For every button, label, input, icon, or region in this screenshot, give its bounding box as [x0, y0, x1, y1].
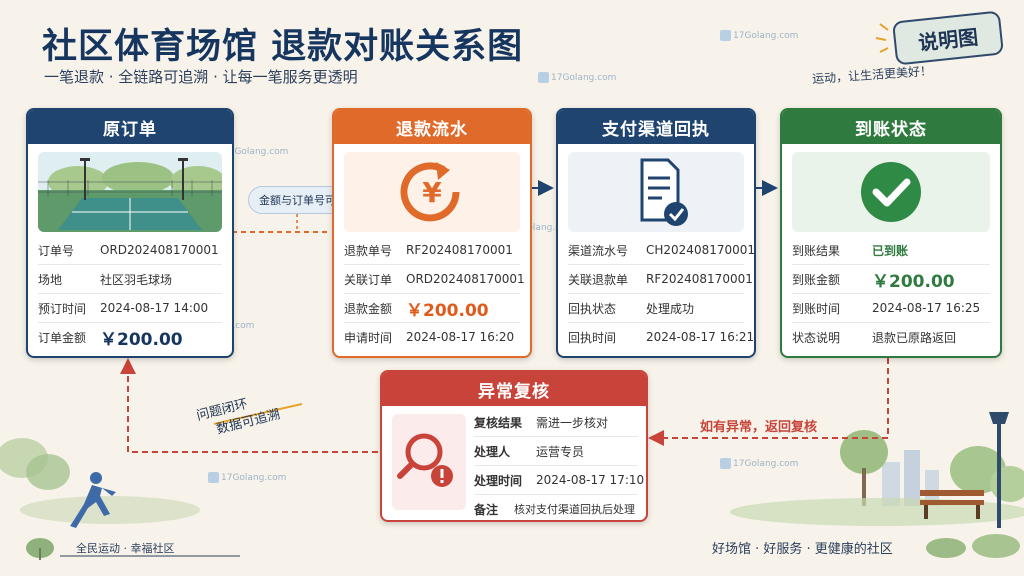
check-circle-icon: [792, 152, 990, 232]
row-handler: 处理人运营专员: [474, 437, 638, 466]
row-review-result: 复核结果需进一步核对: [474, 408, 638, 437]
watermark: 17Golang.com: [538, 72, 616, 83]
card-title: 到账状态: [782, 110, 1000, 144]
row-receipt-status: 回执状态处理成功: [568, 294, 744, 323]
card-title: 异常复核: [382, 372, 646, 406]
footer-left-slogan: 全民运动 · 幸福社区: [76, 542, 175, 555]
row-status-note: 状态说明退款已原路返回: [792, 330, 957, 345]
row-venue: 场地社区羽毛球场: [38, 265, 222, 294]
row-refund-amount: 退款金额￥200.00: [344, 294, 520, 323]
card-title: 原订单: [28, 110, 232, 144]
watermark: 17Golang.com: [720, 458, 798, 469]
page-title: 社区体育场馆 退款对账关系图: [42, 27, 524, 67]
card-title: 支付渠道回执: [558, 110, 754, 144]
magnifier-alert-icon: [392, 414, 466, 510]
watermark: 17Golang.com: [208, 472, 286, 483]
footer-right-slogan: 好场馆 · 好服务 · 更健康的社区: [712, 542, 893, 557]
refund-yen-icon: ¥: [344, 152, 520, 232]
card-title: 退款流水: [334, 110, 530, 144]
badminton-court-image: [38, 152, 222, 232]
watermark: 17Golang.com: [720, 30, 798, 41]
svg-text:¥: ¥: [422, 176, 442, 209]
row-remark: 备注核对支付渠道回执后处理: [474, 502, 635, 517]
return-note: 如有异常，返回复核: [700, 420, 818, 435]
runner-icon: [70, 472, 116, 528]
row-order-amount: 订单金额￥200.00: [38, 329, 183, 350]
row-arrival-result: 到账结果已到账: [792, 236, 990, 265]
receipt-document-icon: [568, 152, 744, 232]
row-arrival-amount: 到账金额￥200.00: [792, 265, 990, 294]
page-subtitle: 一笔退款 · 全链路可追溯 · 让每一笔服务更透明: [44, 68, 358, 86]
